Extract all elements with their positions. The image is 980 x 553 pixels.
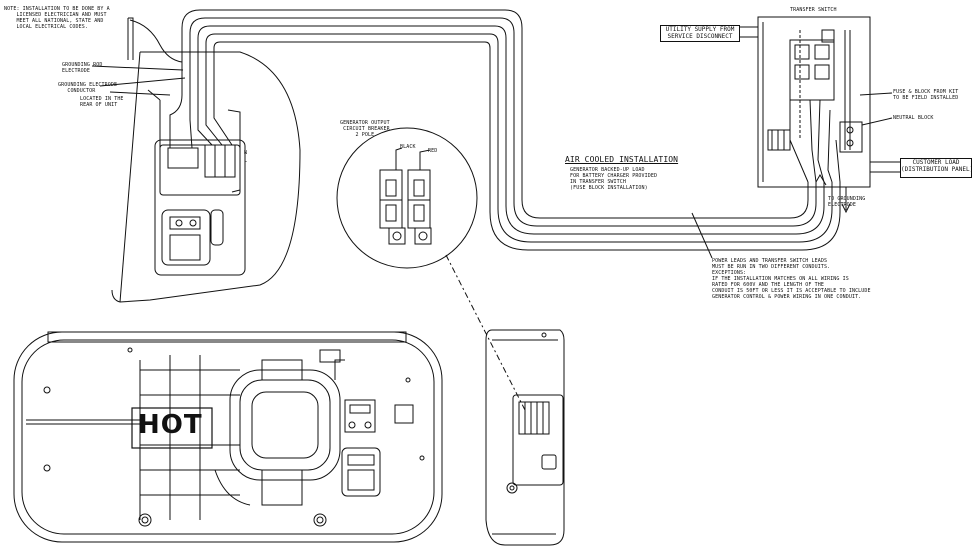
generator-top-view	[13, 331, 443, 543]
customer-load-box: CUSTOMER LOAD (DISTRIBUTION PANEL)	[900, 158, 973, 178]
power-leads-note: POWER LEADS AND TRANSFER SWITCH LEADS MU…	[712, 258, 831, 270]
panel-n-label: N	[244, 150, 248, 156]
conduit-run	[181, 9, 841, 251]
to-grounding-label: TO GROUNDING ELECTRODE	[828, 196, 866, 208]
grounding-conductor-label: GROUNDING ELECTRODE CONDUCTOR	[58, 82, 118, 94]
hot-label: HOT	[138, 410, 203, 440]
utility-supply-box: UTILITY SUPPLY FROM SERVICE DISCONNECT	[660, 25, 740, 42]
transfer-switch	[691, 16, 900, 259]
neutral-block-label: NEUTRAL BLOCK	[893, 115, 934, 121]
air-cooled-body: GENERATOR BACKED-UP LOAD FOR BATTERY CHA…	[570, 167, 658, 191]
red-wire-label: RED	[428, 148, 438, 154]
located-rear-label: LOCATED IN THE REAR OF UNIT	[80, 96, 124, 108]
panel-l-label: L	[244, 158, 248, 164]
black-wire-label: BLACK	[400, 144, 416, 150]
grounding-rod-label: GROUNDING ROD ELECTRODE	[62, 62, 103, 74]
generator-side-view	[485, 329, 565, 546]
air-cooled-title: AIR COOLED INSTALLATION	[565, 155, 679, 164]
exceptions-note: EXCEPTIONS: IF THE INSTALLATION MATCHES …	[712, 270, 871, 300]
breaker-detail	[336, 127, 526, 411]
fuse-block-label: FUSE & BLOCK FROM KIT TO BE FIELD INSTAL…	[893, 89, 959, 101]
installation-note: NOTE: INSTALLATION TO BE DONE BY A LICEN…	[4, 6, 110, 30]
generator-output-label: GENERATOR OUTPUT CIRCUIT BREAKER 2 POLE	[340, 120, 390, 138]
generator-rear-view	[91, 17, 301, 303]
transfer-switch-title: TRANSFER SWITCH	[790, 7, 837, 13]
